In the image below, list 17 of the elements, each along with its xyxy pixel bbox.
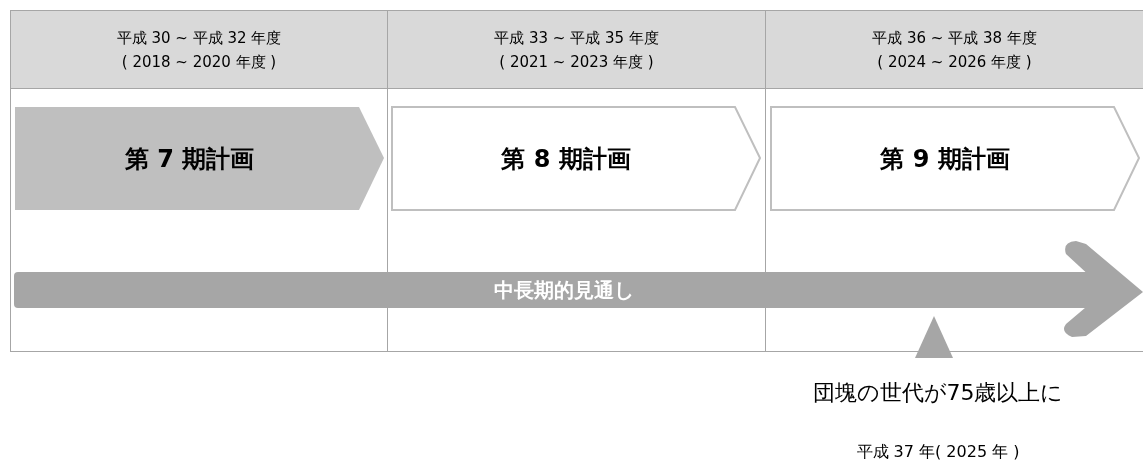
period-text: 平成 33 ~ 平成 35 年度: [494, 27, 659, 49]
period-text: ( 2018 ~ 2020 年度 ): [121, 51, 277, 73]
plan-title: 第 8 期計画: [501, 143, 632, 175]
period-header-cell: [765, 10, 1143, 89]
period-text: ( 2021 ~ 2023 年度 ): [499, 51, 654, 73]
period-header-cell: [10, 10, 388, 89]
plan-title: 第 7 期計画: [124, 143, 256, 175]
plan-banner: [770, 106, 1140, 211]
plan-banner: [14, 106, 385, 211]
period-header-cell: [387, 10, 766, 89]
milestone-year: 平成 37 年( 2025 年 ): [855, 441, 1021, 463]
period-text: 平成 30 ~ 平成 32 年度: [116, 27, 282, 49]
period-text: 平成 36 ~ 平成 38 年度: [872, 27, 1037, 49]
period-text: ( 2024 ~ 2026 年度 ): [877, 51, 1032, 73]
milestone-note: 団塊の世代が75歳以上に: [811, 379, 1065, 407]
plan-banner: [391, 106, 761, 211]
plan-title: 第 9 期計画: [880, 143, 1011, 175]
